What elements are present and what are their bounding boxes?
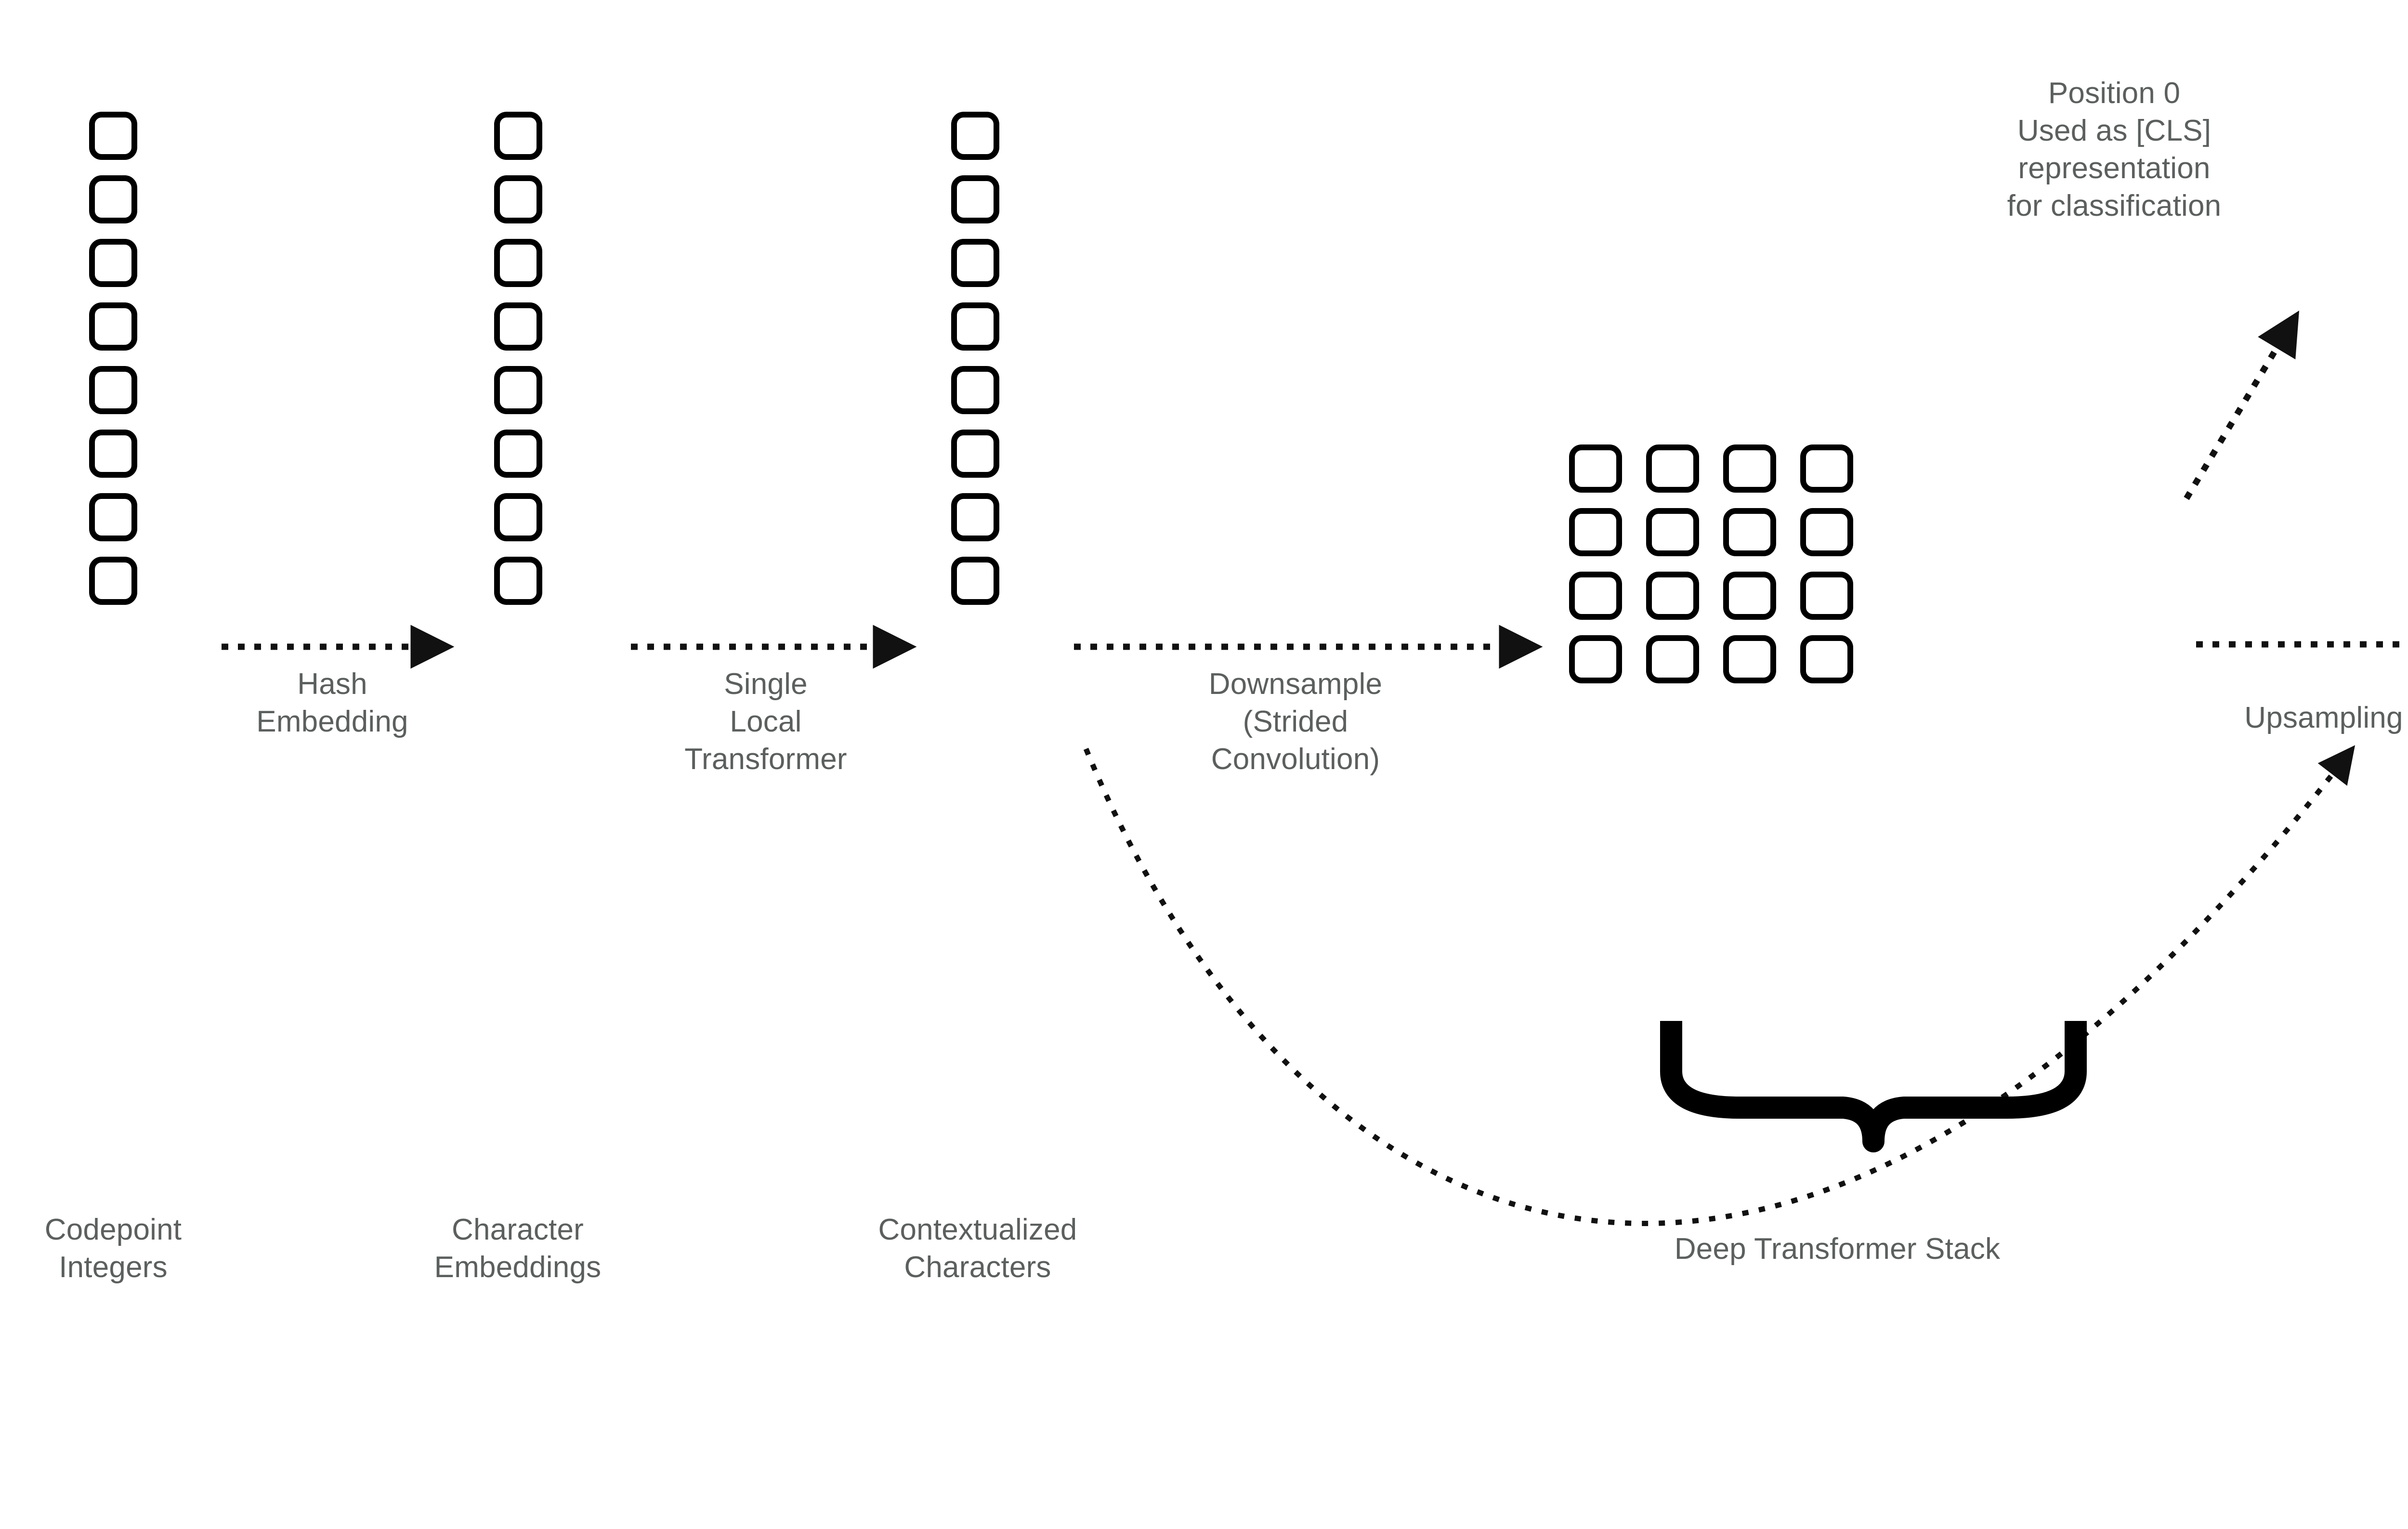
column-caption-codepoint-integers: Codepoint Integers	[44, 1213, 182, 1284]
column-caption-contextualized-characters: Contextualized Characters	[878, 1213, 1077, 1284]
transformer-grid-cell	[1569, 444, 1622, 493]
token-cell-character-embeddings	[494, 302, 542, 351]
token-cell-codepoint-integers	[89, 493, 137, 541]
downsample-arrow-label: Downsample (Strided Convolution)	[1208, 667, 1383, 776]
token-cell-character-embeddings	[494, 430, 542, 478]
token-cell-character-embeddings	[494, 112, 542, 160]
cls-position-arrow	[2184, 310, 2300, 500]
upsampling-arrow-label: Upsampling	[2244, 701, 2403, 734]
token-cell-codepoint-integers	[89, 557, 137, 605]
token-cell-contextualized-characters	[951, 175, 999, 223]
token-cell-character-embeddings	[494, 493, 542, 541]
token-cell-codepoint-integers	[89, 239, 137, 287]
transformer-grid-cell	[1723, 572, 1776, 620]
hash-embedding-arrow-label: Hash Embedding	[256, 667, 408, 739]
transformer-grid-cell	[1800, 508, 1853, 556]
transformer-grid-cell	[1723, 444, 1776, 493]
token-cell-contextualized-characters	[951, 302, 999, 351]
token-cell-contextualized-characters	[951, 493, 999, 541]
token-cell-codepoint-integers	[89, 430, 137, 478]
column-caption-character-embeddings: Character Embeddings	[434, 1213, 602, 1284]
token-cell-codepoint-integers	[89, 302, 137, 351]
token-cell-character-embeddings	[494, 366, 542, 414]
transformer-grid-cell	[1569, 508, 1622, 556]
token-cell-character-embeddings	[494, 557, 542, 605]
token-cell-codepoint-integers	[89, 366, 137, 414]
transformer-grid-cell	[1800, 635, 1853, 683]
token-cell-contextualized-characters	[951, 112, 999, 160]
token-cell-contextualized-characters	[951, 557, 999, 605]
transformer-grid-cell	[1646, 444, 1699, 493]
transformer-grid-cell	[1646, 572, 1699, 620]
token-cell-contextualized-characters	[951, 239, 999, 287]
token-cell-character-embeddings	[494, 239, 542, 287]
token-cell-character-embeddings	[494, 175, 542, 223]
grid-caption-deep-transformer-stack: Deep Transformer Stack	[1674, 1232, 2001, 1266]
token-cell-codepoint-integers	[89, 175, 137, 223]
transformer-grid-cell	[1800, 444, 1853, 493]
transformer-grid-cell	[1723, 635, 1776, 683]
cls-position-arrow-label: Position 0 Used as [CLS] representation …	[2007, 77, 2222, 223]
transformer-grid-cell	[1569, 572, 1622, 620]
transformer-grid-cell	[1800, 572, 1853, 620]
deep-transformer-stack-brace	[1660, 1021, 2087, 1152]
transformer-grid-cell	[1569, 635, 1622, 683]
token-cell-contextualized-characters	[951, 430, 999, 478]
residual-skip-curve	[1083, 745, 2356, 1226]
transformer-grid-cell	[1646, 635, 1699, 683]
token-cell-contextualized-characters	[951, 366, 999, 414]
single-local-transformer-arrow-label: Single Local Transformer	[684, 667, 847, 776]
token-cell-codepoint-integers	[89, 112, 137, 160]
transformer-grid-cell	[1723, 508, 1776, 556]
transformer-grid-cell	[1646, 508, 1699, 556]
